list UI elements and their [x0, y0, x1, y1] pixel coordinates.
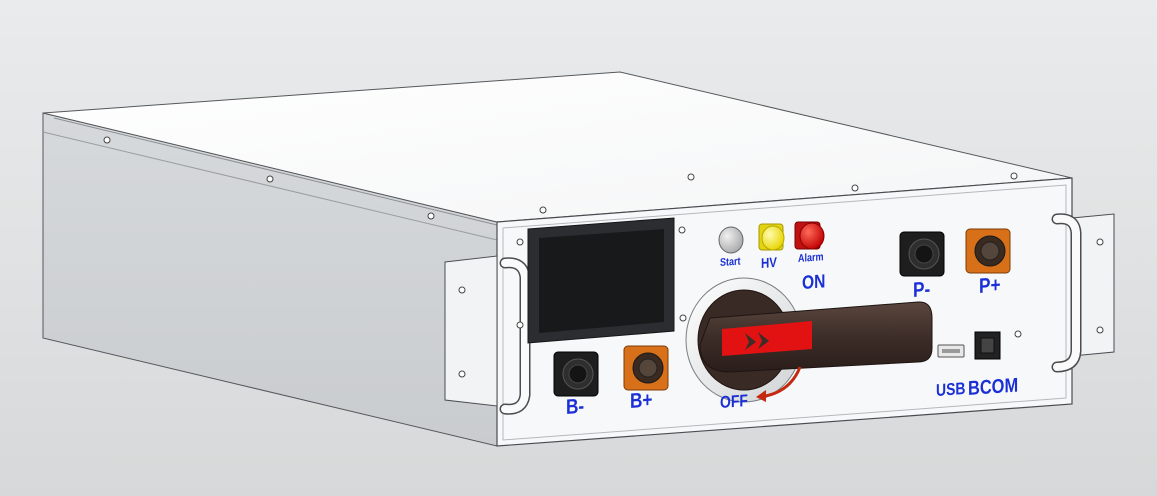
rotary-switch-icon[interactable] — [685, 277, 933, 403]
left-mounting-ear — [444, 255, 498, 407]
usb-label: USB — [936, 378, 966, 400]
on-label: ON — [802, 271, 826, 294]
hv-label: HV — [761, 253, 777, 271]
p-minus-connector[interactable] — [899, 231, 945, 277]
alarm-label: Alarm — [798, 251, 824, 265]
off-label: OFF — [720, 391, 748, 412]
b-plus-label: B+ — [630, 388, 653, 413]
hv-indicator-icon — [758, 223, 785, 251]
b-minus-connector[interactable] — [553, 351, 599, 397]
switch-handle[interactable] — [699, 301, 933, 373]
p-plus-label: P+ — [979, 273, 1001, 298]
p-minus-label: P- — [913, 277, 931, 302]
alarm-indicator-icon — [794, 221, 825, 250]
usb-port-icon[interactable] — [937, 344, 965, 358]
b-plus-connector[interactable] — [623, 345, 669, 391]
bcom-port-icon[interactable] — [974, 331, 1001, 360]
start-button-icon[interactable] — [718, 226, 744, 254]
bcom-label: BCOM — [968, 374, 1019, 400]
b-minus-label: B- — [566, 394, 585, 419]
top-screws — [103, 136, 1018, 220]
p-plus-connector[interactable] — [965, 228, 1011, 274]
start-label: Start — [720, 255, 741, 269]
